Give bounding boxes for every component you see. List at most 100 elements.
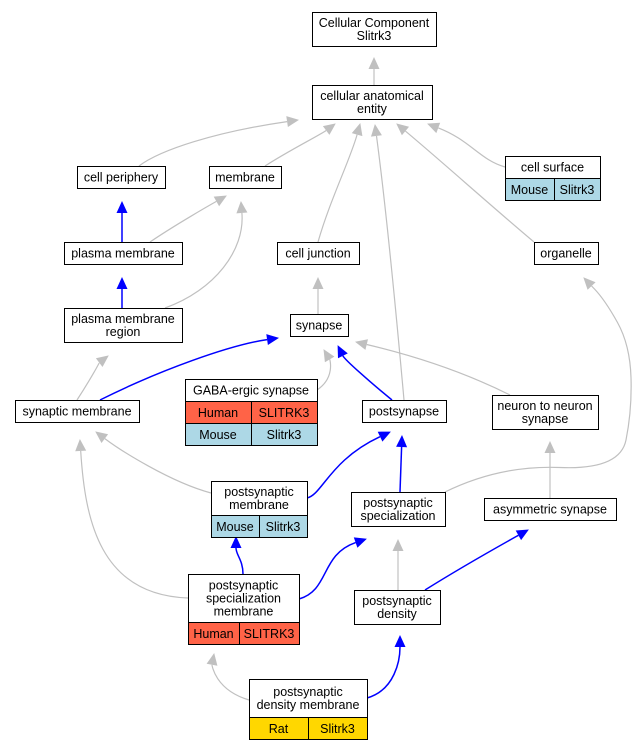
node-label-line: neuron to neuron [497, 399, 592, 413]
edge-line [104, 438, 212, 494]
node-box [492, 395, 599, 430]
species-label: Mouse [511, 183, 549, 197]
edge-arrowhead [322, 123, 336, 135]
gene-label: Slitrk3 [560, 183, 595, 197]
edge-arrowhead [95, 355, 109, 367]
node-cell-periphery[interactable]: cell periphery [77, 166, 166, 189]
edge-gabaergic-synapse-to-synapse [316, 349, 335, 391]
node-box [77, 166, 166, 189]
edge-postsynapse-to-synapse [337, 345, 393, 401]
species-label: Human [193, 627, 233, 641]
node-organelle[interactable]: organelle [534, 242, 599, 265]
node-label-line: cell periphery [84, 171, 159, 185]
edge-arrowhead [583, 277, 596, 290]
node-label-line: GABA-ergic synapse [193, 384, 309, 398]
node-box [277, 242, 360, 265]
node-label-line: synapse [522, 412, 569, 426]
edge-line [99, 338, 268, 401]
node-synapse[interactable]: synapse [290, 314, 349, 337]
gene-cell [239, 622, 300, 645]
edge-postsynaptic-specialization-to-postsynapse [396, 435, 408, 493]
edge-arrowhead [427, 122, 441, 134]
node-label-line: Cellular Component [319, 16, 430, 30]
node-box [312, 85, 433, 120]
node-label-line: density membrane [257, 698, 360, 712]
node-label-line: specialization [206, 592, 281, 606]
node-label-line: postsynaptic [209, 579, 278, 593]
node-label-line: synapse [296, 319, 343, 333]
gene-cell [259, 515, 308, 538]
node-label-line: membrane [214, 605, 274, 619]
node-label-line: Slitrk3 [357, 29, 392, 43]
node-membrane[interactable]: membrane [209, 166, 282, 189]
node-label-line: asymmetric synapse [493, 503, 607, 517]
node-label-line: plasma membrane [71, 312, 175, 326]
gene-label: Slitrk3 [266, 520, 301, 534]
edge-arrowhead [337, 345, 348, 359]
edge-arrowhead [236, 201, 248, 214]
species-label: Mouse [216, 520, 254, 534]
edge-postsynapse-to-cellular-anatomical-entity [371, 124, 405, 401]
node-label-line: cellular anatomical [320, 89, 424, 103]
node-box [15, 400, 140, 423]
edge-arrowhead [396, 123, 409, 136]
edge-line [366, 646, 401, 699]
node-label-line: specialization [360, 509, 435, 523]
gene-cell [308, 717, 368, 740]
edge-postsynaptic-membrane-to-postsynapse [306, 431, 391, 499]
node-label-line: postsynaptic [362, 594, 431, 608]
node-postsynapse[interactable]: postsynapse [362, 400, 447, 423]
edge-arrowhead [544, 441, 556, 453]
edge-postsynaptic-density-membrane-to-postsynaptic-specialization-membrane [206, 653, 250, 701]
gene-label: Slitrk3 [267, 428, 302, 442]
node-box [362, 400, 447, 423]
edge-arrowhead [230, 536, 242, 548]
gene-label: SLITRK3 [244, 627, 295, 641]
edge-arrowhead [75, 439, 87, 452]
edge-cell-junction-to-cellular-anatomical-entity [317, 123, 363, 243]
gene-cell [554, 178, 601, 201]
edge-line [405, 130, 535, 243]
edge-cell-periphery-to-cellular-anatomical-entity [138, 116, 299, 167]
edge-line [76, 361, 100, 401]
node-box [484, 498, 617, 521]
node-synaptic-membrane[interactable]: synaptic membrane [15, 400, 140, 423]
node-box [211, 481, 308, 516]
node-asymmetric-synapse[interactable]: asymmetric synapse [484, 498, 617, 521]
edge-line [444, 285, 632, 493]
node-label-line: region [106, 325, 141, 339]
edge-arrowhead [213, 195, 227, 207]
edge-arrowhead [392, 539, 404, 551]
edge-arrowhead [368, 57, 380, 69]
edge-organelle-to-cellular-anatomical-entity [396, 123, 535, 243]
node-label-line: postsynaptic [363, 496, 432, 510]
node-cell-junction[interactable]: cell junction [277, 242, 360, 265]
edge-plasma-membrane-to-membrane [149, 195, 227, 243]
node-plasma-membrane[interactable]: plasma membrane [64, 242, 183, 265]
node-label-line: postsynaptic [224, 485, 293, 499]
edge-postsynaptic-density-membrane-to-postsynaptic-density [366, 635, 406, 699]
edge-line [306, 436, 381, 499]
edge-arrowhead [95, 431, 109, 443]
edge-arrowhead [396, 435, 408, 448]
gene-cell [251, 423, 318, 446]
edge-line [264, 130, 327, 167]
edge-line [80, 450, 189, 599]
edge-postsynaptic-membrane-to-synaptic-membrane [95, 431, 212, 494]
edge-neuron-to-neuron-synapse-to-synapse [355, 339, 511, 396]
edge-synaptic-membrane-to-plasma-membrane-region [76, 355, 109, 401]
edge-line [164, 212, 243, 309]
node-box [351, 492, 446, 527]
